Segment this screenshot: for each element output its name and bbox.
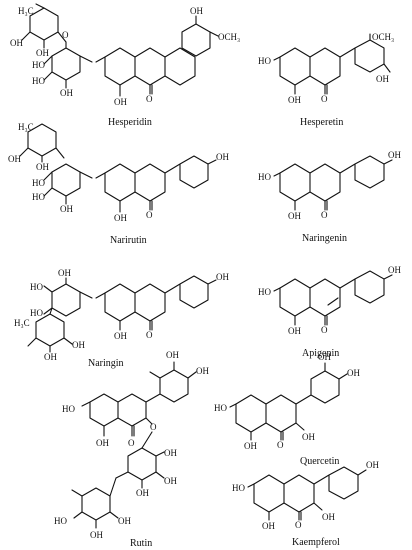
compound-name-narirutin: Narirutin bbox=[110, 235, 147, 246]
narirutin-oh-label: OH bbox=[60, 204, 73, 214]
hesperetin-oh-label: OH bbox=[288, 95, 301, 105]
hesperidin-oh-label: OH bbox=[60, 88, 73, 98]
kaempferol-ho-label: HO bbox=[232, 483, 245, 493]
quercetin-oh-label: OH bbox=[302, 432, 315, 442]
hesperidin-oh-label: OH bbox=[114, 97, 127, 107]
naringin-o-label: O bbox=[146, 330, 153, 340]
compound-name-quercetin: Quercetin bbox=[300, 456, 339, 467]
hesperidin-oh-label: OH bbox=[10, 38, 23, 48]
quercetin-oh-label: OH bbox=[318, 352, 331, 362]
naringenin-structure bbox=[273, 155, 393, 211]
narirutin-structure bbox=[19, 123, 217, 213]
naringenin-oh-label: OH bbox=[288, 211, 301, 221]
naringin-oh-label: OH bbox=[44, 352, 57, 362]
naringin-oh-label: OH bbox=[58, 268, 71, 278]
narirutin-o-label: O bbox=[146, 210, 153, 220]
naringin-ho-label: HO bbox=[30, 308, 43, 318]
naringenin-ho-label: HO bbox=[258, 172, 271, 182]
hesperetin-och3-label: OCH₃ bbox=[372, 32, 394, 42]
compound-name-kaempferol: Kaempferol bbox=[292, 537, 340, 548]
narirutin-ho-label: HO bbox=[32, 192, 45, 202]
naringin-ho-label: HO bbox=[30, 282, 43, 292]
hesperidin-structure bbox=[21, 3, 219, 97]
rutin-ho-label: HO bbox=[62, 404, 75, 414]
rutin-oh-label: OH bbox=[166, 350, 179, 360]
apigenin-ho-label: HO bbox=[258, 287, 271, 297]
rutin-oh-label: OH bbox=[164, 476, 177, 486]
rutin-ho-label: HO bbox=[54, 516, 67, 526]
narirutin-oh-label: OH bbox=[216, 152, 229, 162]
rutin-oh-label: OH bbox=[136, 488, 149, 498]
apigenin-o-label: O bbox=[321, 325, 328, 335]
hesperetin-o-label: O bbox=[321, 94, 328, 104]
compound-name-rutin: Rutin bbox=[130, 538, 152, 549]
naringin-oh-label: OH bbox=[216, 272, 229, 282]
quercetin-o-label: O bbox=[277, 440, 284, 450]
quercetin-ho-label: HO bbox=[214, 403, 227, 413]
compound-name-naringenin: Naringenin bbox=[302, 233, 347, 244]
hesperidin-oh-label: OH bbox=[190, 6, 203, 16]
narirutin-h3c-label: H₃C bbox=[18, 122, 34, 132]
narirutin-oh-label: OH bbox=[36, 162, 49, 172]
naringin-oh-label: OH bbox=[72, 340, 85, 350]
naringenin-oh-label: OH bbox=[388, 150, 401, 160]
rutin-structure bbox=[71, 361, 197, 529]
compound-name-hesperidin: Hesperidin bbox=[108, 117, 152, 128]
hesperidin-oh-label: OH bbox=[36, 48, 49, 58]
rutin-ring-o-label: O bbox=[150, 422, 157, 432]
kaempferol-o-label: O bbox=[295, 520, 302, 530]
naringin-h3c-label: H₃C bbox=[14, 318, 30, 328]
compound-name-hesperetin: Hesperetin bbox=[300, 117, 343, 128]
kaempferol-oh-label: OH bbox=[322, 512, 335, 522]
hesperidin-ho-label: HO bbox=[32, 76, 45, 86]
naringenin-o-label: O bbox=[321, 210, 328, 220]
quercetin-oh-label: OH bbox=[347, 368, 360, 378]
rutin-oh-label: OH bbox=[164, 448, 177, 458]
apigenin-structure bbox=[273, 270, 393, 326]
quercetin-structure bbox=[229, 362, 348, 441]
naringin-structure bbox=[27, 275, 217, 353]
rutin-o-label: O bbox=[128, 438, 135, 448]
quercetin-oh-label: OH bbox=[244, 441, 257, 451]
hesperetin-oh-label: OH bbox=[376, 74, 389, 84]
narirutin-ho-label: HO bbox=[32, 178, 45, 188]
hesperidin-ho-label: HO bbox=[32, 60, 45, 70]
narirutin-oh-label: OH bbox=[8, 154, 21, 164]
rutin-oh-label: OH bbox=[196, 366, 209, 376]
compound-name-apigenin: Apigenin bbox=[302, 348, 339, 359]
naringin-oh-label: OH bbox=[114, 331, 127, 341]
kaempferol-oh-label: OH bbox=[262, 521, 275, 531]
apigenin-oh-label: OH bbox=[288, 326, 301, 336]
hesperetin-structure bbox=[273, 33, 391, 95]
kaempferol-structure bbox=[247, 466, 367, 521]
narirutin-oh-label: OH bbox=[114, 213, 127, 223]
kaempferol-oh-label: OH bbox=[366, 460, 379, 470]
rutin-oh-label: OH bbox=[96, 438, 109, 448]
compound-name-naringin: Naringin bbox=[88, 358, 124, 369]
rutin-oh-label: OH bbox=[90, 530, 103, 540]
apigenin-oh-label: OH bbox=[388, 265, 401, 275]
rutin-oh-label: OH bbox=[118, 516, 131, 526]
hesperidin-o-label: O bbox=[146, 94, 153, 104]
hesperidin-och3-label: OCH₃ bbox=[218, 32, 240, 42]
hesperidin-ring-o-label: O bbox=[62, 30, 69, 40]
hesperidin-h3c-label: H₃C bbox=[18, 6, 34, 16]
hesperetin-ho-label: HO bbox=[258, 56, 271, 66]
